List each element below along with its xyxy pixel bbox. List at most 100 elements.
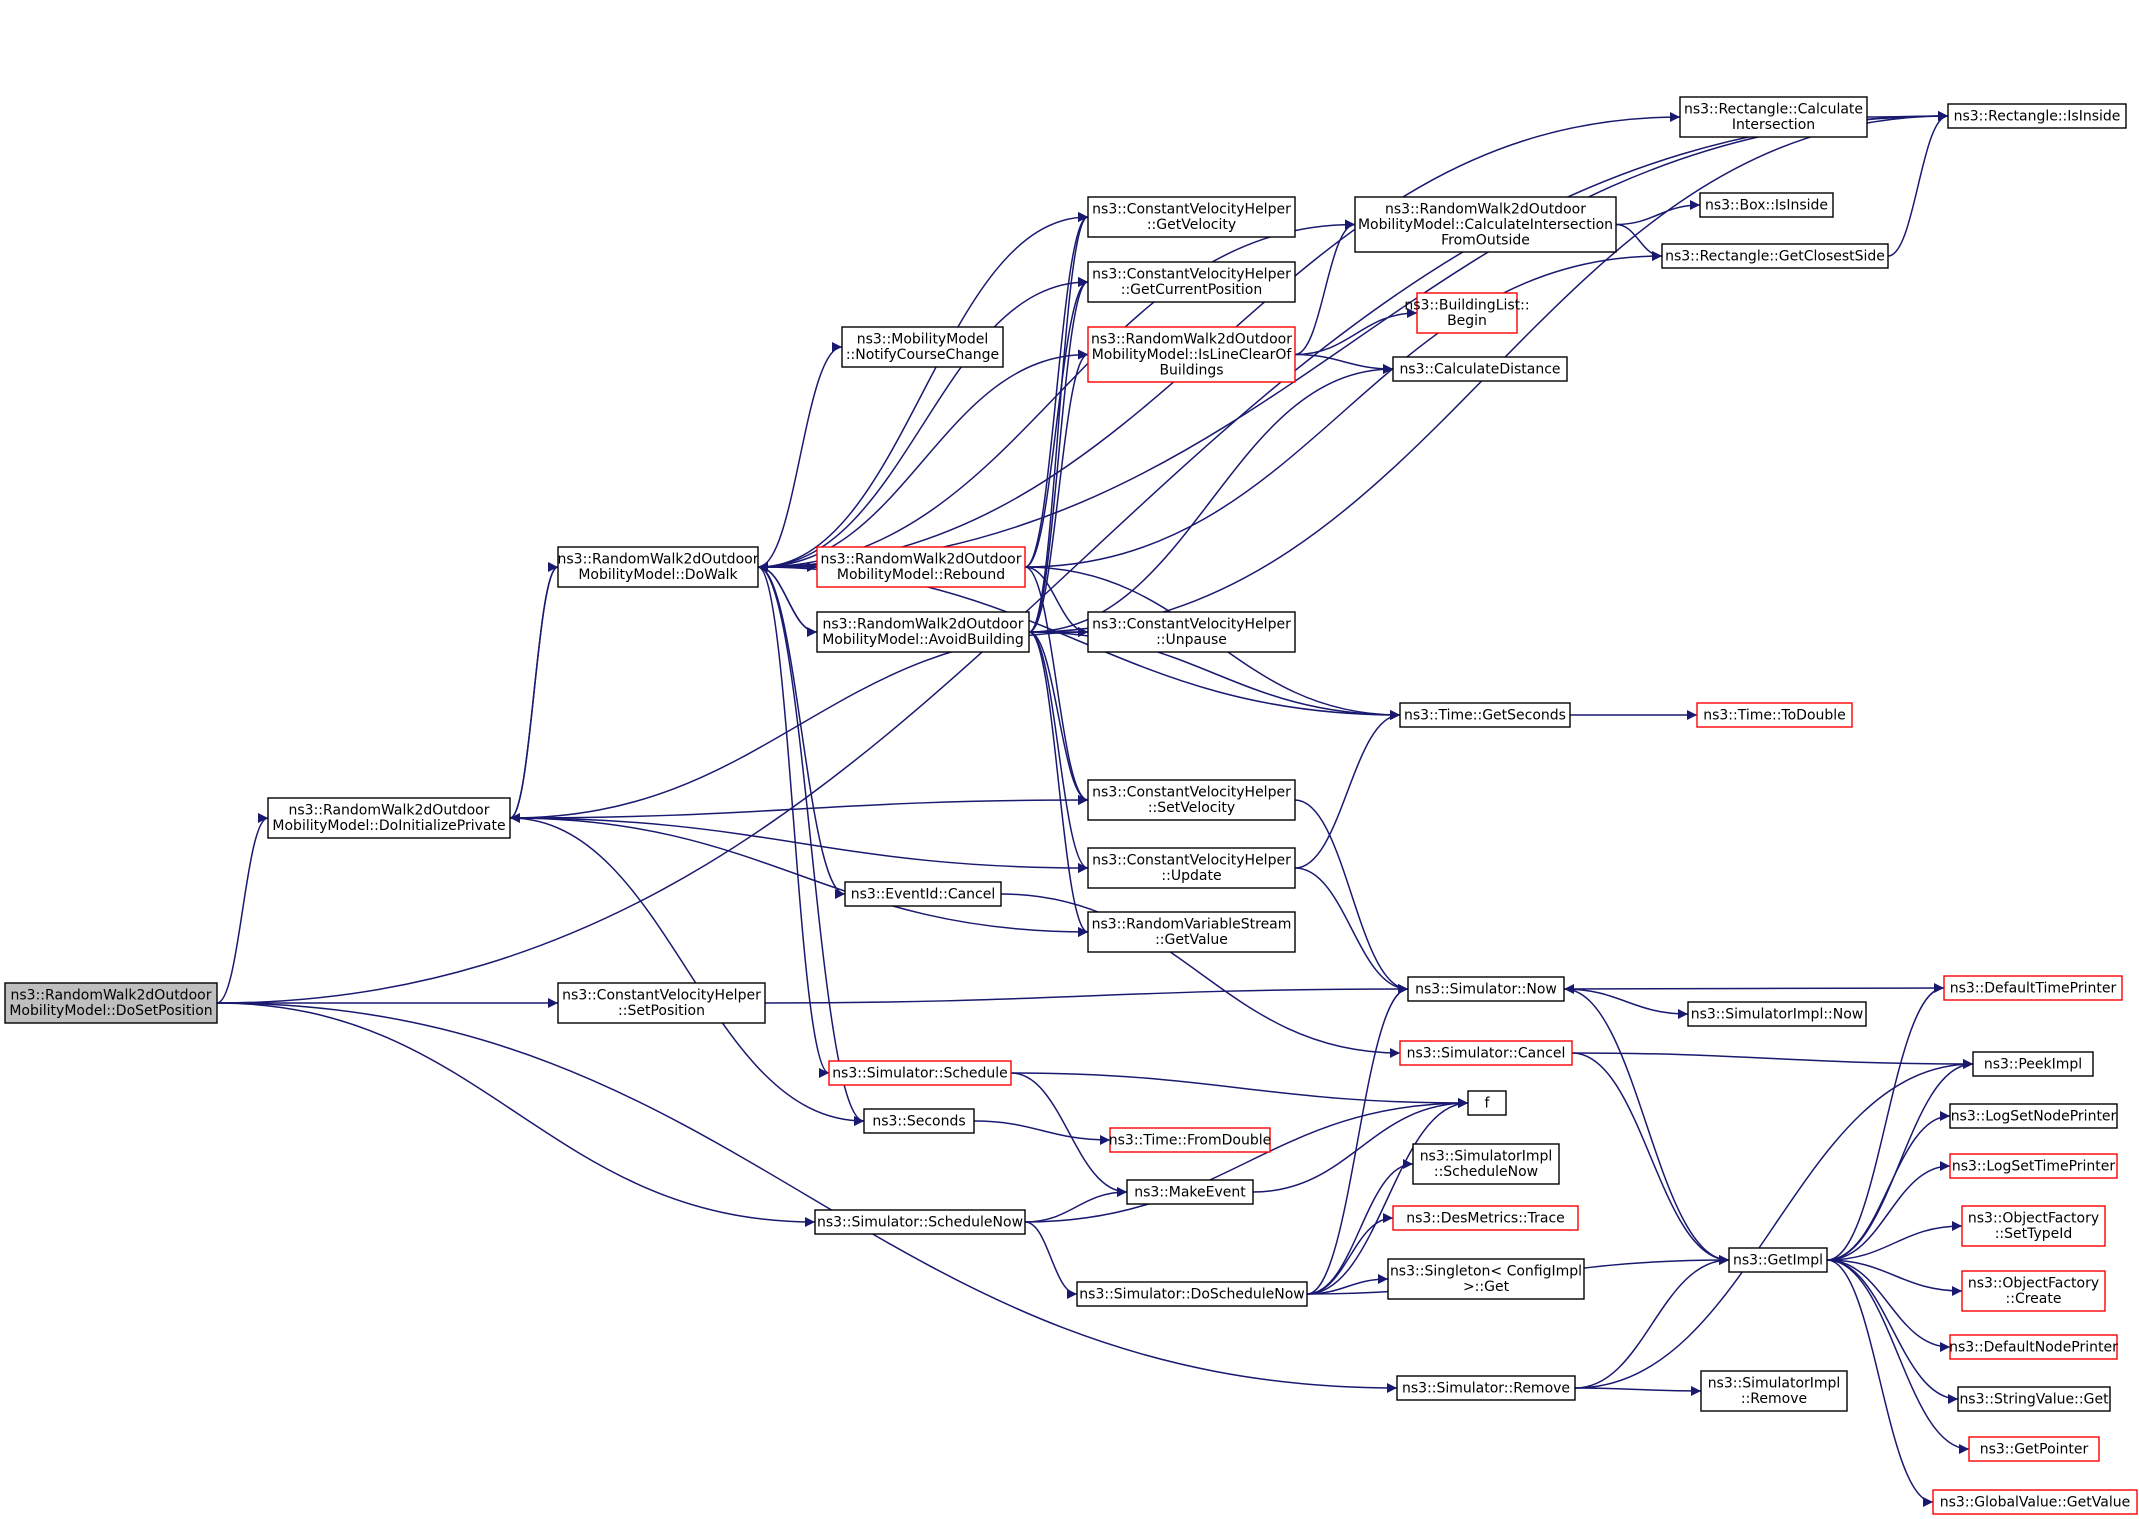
node-box <box>1961 1270 2106 1312</box>
node-label: ::Unpause <box>1156 632 1227 648</box>
node-logSetNodePrinter[interactable]: ns3::LogSetNodePrinter <box>1949 1103 2118 1129</box>
node-avoidBuilding[interactable]: ns3::RandomWalk2dOutdoorMobilityModel::A… <box>816 611 1030 653</box>
edge-rectGetClosestSide-to-rectIsInside <box>1887 111 1949 257</box>
edge-simRemove-to-getImpl <box>1574 1255 1730 1389</box>
edge-doSetPosition-to-doInitPrivate <box>216 813 269 1004</box>
edge-getImpl-to-getPointer <box>1826 1259 1970 1454</box>
node-box <box>828 1060 1012 1086</box>
node-getPointer[interactable]: ns3::GetPointer <box>1968 1436 2100 1462</box>
edge-doWalk-to-cvhGetCurrentPosition <box>757 277 1089 568</box>
node-boxIsInside[interactable]: ns3::Box::IsInside <box>1699 192 1834 218</box>
edge-defaultTimePrinter-to-simNow <box>1563 983 1945 994</box>
edge-rebound-to-cvhGetCurrentPosition <box>1024 277 1089 568</box>
node-cvhSetPosition[interactable]: ns3::ConstantVelocityHelper::SetPosition <box>557 982 766 1024</box>
edge-avoidBuilding-to-cvhUpdate <box>1028 631 1089 873</box>
edge-doWalk-to-rectIsInside <box>757 111 1949 568</box>
node-makeEvent[interactable]: ns3::MakeEvent <box>1126 1179 1254 1205</box>
node-box <box>816 611 1030 653</box>
node-cvhUpdate[interactable]: ns3::ConstantVelocityHelper::Update <box>1087 847 1296 889</box>
node-box <box>4 982 218 1024</box>
node-simImplRemove[interactable]: ns3::SimulatorImpl::Remove <box>1700 1370 1848 1412</box>
node-label: ns3::LogSetNodePrinter <box>1951 1108 2117 1124</box>
edge-simDoScheduleNow-to-desMetricsTrace <box>1306 1213 1394 1295</box>
node-label: ::Update <box>1161 868 1221 884</box>
node-defaultTimePrinter[interactable]: ns3::DefaultTimePrinter <box>1943 975 2123 1001</box>
node-cvhGetVelocity[interactable]: ns3::ConstantVelocityHelper::GetVelocity <box>1087 196 1296 238</box>
node-rectCalcIntersection[interactable]: ns3::Rectangle::CalculateIntersection <box>1679 96 1868 138</box>
node-box <box>1700 1370 1848 1412</box>
edge-layer <box>216 111 1974 1507</box>
node-notifyCourseChange[interactable]: ns3::MobilityModel::NotifyCourseChange <box>841 326 1004 368</box>
node-rectGetClosestSide[interactable]: ns3::Rectangle::GetClosestSide <box>1661 243 1889 269</box>
node-label: ns3::Singleton< ConfigImpl <box>1390 1264 1582 1280</box>
node-label: ::Remove <box>1741 1391 1807 1407</box>
edge-simCancel-to-peekImpl <box>1571 1052 1974 1069</box>
node-isLineClear[interactable]: ns3::RandomWalk2dOutdoorMobilityModel::I… <box>1087 326 1296 383</box>
node-simImplNow[interactable]: ns3::SimulatorImpl::Now <box>1687 1001 1867 1027</box>
node-stringValueGet[interactable]: ns3::StringValue::Get <box>1957 1386 2111 1412</box>
node-rvsGetValue[interactable]: ns3::RandomVariableStream::GetValue <box>1087 911 1296 953</box>
node-buildingListBegin[interactable]: ns3::BuildingList::Begin <box>1404 292 1530 334</box>
edge-getImpl-to-logSetNodePrinter <box>1826 1111 1951 1261</box>
edge-isLineClear-to-buildingListBegin <box>1294 308 1418 356</box>
node-doInitPrivate[interactable]: ns3::RandomWalk2dOutdoorMobilityModel::D… <box>267 797 511 839</box>
node-simNow[interactable]: ns3::Simulator::Now <box>1407 976 1565 1002</box>
node-label: ns3::Rectangle::Calculate <box>1684 102 1863 118</box>
node-globalValueGetValue[interactable]: ns3::GlobalValue::GetValue <box>1932 1489 2138 1515</box>
node-label: ns3::Simulator::ScheduleNow <box>817 1214 1023 1230</box>
node-calcIntersectionFromOutside[interactable]: ns3::RandomWalk2dOutdoorMobilityModel::C… <box>1354 196 1617 253</box>
node-simImplScheduleNow[interactable]: ns3::SimulatorImpl::ScheduleNow <box>1412 1143 1560 1185</box>
node-f[interactable]: f <box>1467 1090 1507 1116</box>
node-simSchedule[interactable]: ns3::Simulator::Schedule <box>828 1060 1012 1086</box>
node-singletonGet[interactable]: ns3::Singleton< ConfigImpl >::Get <box>1387 1258 1585 1300</box>
edge-simSchedule-to-makeEvent <box>1010 1072 1128 1197</box>
node-cvhUnpause[interactable]: ns3::ConstantVelocityHelper::Unpause <box>1087 611 1296 653</box>
node-label: ns3::StringValue::Get <box>1959 1391 2109 1407</box>
node-label: MobilityModel::AvoidBuilding <box>822 632 1024 648</box>
node-timeFromDouble[interactable]: ns3::Time::FromDouble <box>1109 1127 1272 1153</box>
node-timeGetSeconds[interactable]: ns3::Time::GetSeconds <box>1399 702 1571 728</box>
node-box <box>1968 1436 2100 1462</box>
node-simCancel[interactable]: ns3::Simulator::Cancel <box>1399 1040 1573 1066</box>
node-eventIdCancel[interactable]: ns3::EventId::Cancel <box>844 881 1002 907</box>
node-box <box>1392 1205 1579 1231</box>
node-label: MobilityModel::IsLineClearOf <box>1092 347 1293 363</box>
node-label: ns3::PeekImpl <box>1984 1056 2082 1072</box>
node-label: ns3::Rectangle::IsInside <box>1954 108 2121 124</box>
node-rebound[interactable]: ns3::RandomWalk2dOutdoorMobilityModel::R… <box>816 546 1026 588</box>
edge-simScheduleNow-to-makeEvent <box>1024 1187 1128 1223</box>
node-doWalk[interactable]: ns3::RandomWalk2dOutdoorMobilityModel::D… <box>557 546 759 588</box>
node-calcDistance[interactable]: ns3::CalculateDistance <box>1392 356 1568 382</box>
edge-doWalk-to-eventIdCancel <box>757 566 846 899</box>
node-doSetPosition[interactable]: ns3::RandomWalk2dOutdoorMobilityModel::D… <box>4 982 218 1024</box>
node-label: ns3::RandomWalk2dOutdoor <box>1091 331 1292 347</box>
node-objFactoryCreate[interactable]: ns3::ObjectFactory::Create <box>1961 1270 2106 1312</box>
edge-simRemove-to-peekImpl <box>1574 1059 1974 1389</box>
node-label: ns3::Rectangle::GetClosestSide <box>1665 248 1885 264</box>
node-timeToDouble[interactable]: ns3::Time::ToDouble <box>1696 702 1853 728</box>
node-simDoScheduleNow[interactable]: ns3::Simulator::DoScheduleNow <box>1076 1281 1308 1307</box>
node-defaultNodePrinter[interactable]: ns3::DefaultNodePrinter <box>1949 1334 2118 1360</box>
node-box <box>1972 1051 2094 1077</box>
edge-rectCalcIntersection-to-rectIsInside <box>1866 111 1949 122</box>
node-objFactorySetTypeId[interactable]: ns3::ObjectFactory::SetTypeId <box>1961 1205 2106 1247</box>
node-logSetTimePrinter[interactable]: ns3::LogSetTimePrinter <box>1949 1153 2118 1179</box>
edge-avoidBuilding-to-rvsGetValue <box>1028 631 1089 937</box>
node-simRemove[interactable]: ns3::Simulator::Remove <box>1396 1375 1576 1401</box>
node-label: ::SetTypeId <box>1995 1226 2073 1242</box>
node-getImpl[interactable]: ns3::GetImpl <box>1728 1247 1828 1273</box>
edge-doInitPrivate-to-cvhSetVelocity <box>509 795 1089 819</box>
edge-doSetPosition-to-rectIsInside <box>216 111 1949 1004</box>
node-box <box>1961 1205 2106 1247</box>
node-label: ns3::SimulatorImpl::Now <box>1691 1006 1864 1022</box>
node-simScheduleNow[interactable]: ns3::Simulator::ScheduleNow <box>814 1209 1026 1235</box>
edge-cvhUpdate-to-simNow <box>1294 867 1409 994</box>
node-rectIsInside[interactable]: ns3::Rectangle::IsInside <box>1947 103 2127 129</box>
node-label: Begin <box>1447 313 1487 329</box>
node-seconds[interactable]: ns3::Seconds <box>863 1108 975 1134</box>
node-cvhGetCurrentPosition[interactable]: ns3::ConstantVelocityHelper::GetCurrentP… <box>1087 261 1296 303</box>
node-desMetricsTrace[interactable]: ns3::DesMetrics::Trace <box>1392 1205 1579 1231</box>
edge-doWalk-to-doInitPrivate <box>509 566 559 823</box>
node-cvhSetVelocity[interactable]: ns3::ConstantVelocityHelper::SetVelocity <box>1087 779 1296 821</box>
node-peekImpl[interactable]: ns3::PeekImpl <box>1972 1051 2094 1077</box>
